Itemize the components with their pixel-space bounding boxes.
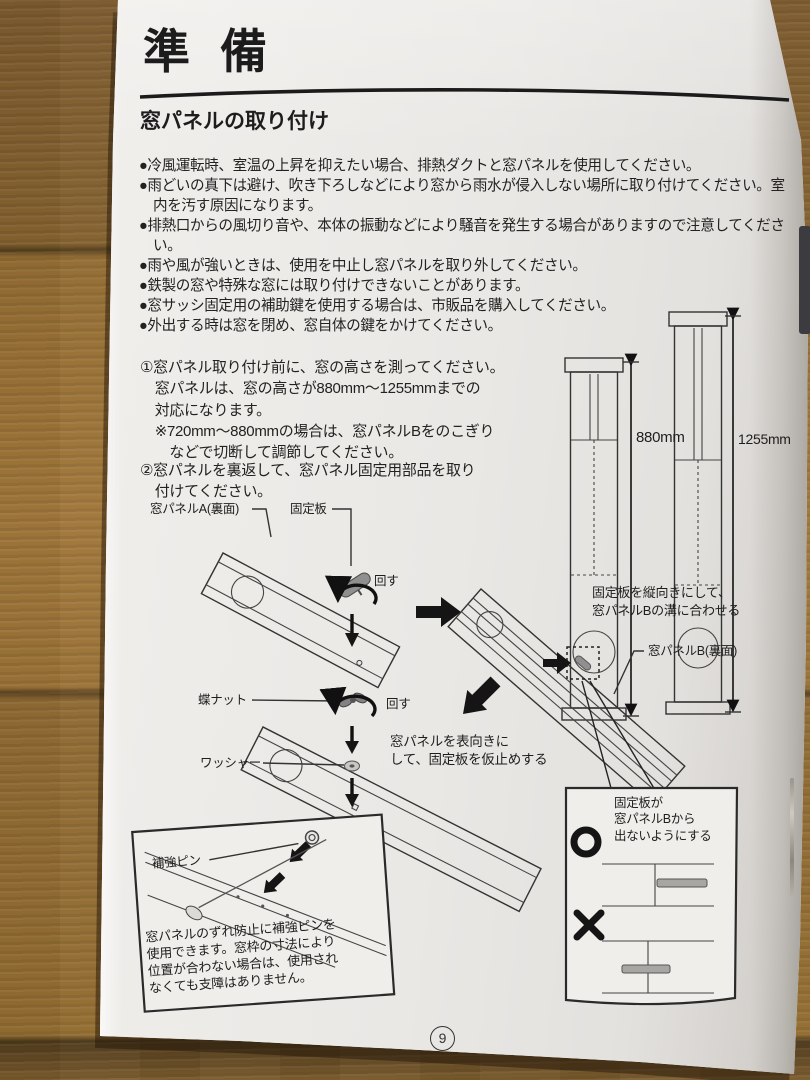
plate-fit-caption: 固定板が 窓パネルBから 出ないようにする xyxy=(614,796,712,843)
precaution-item: ●排熱口からの風切り音や、本体の振動などにより騒音を発生する場合がありますので注… xyxy=(139,217,785,254)
precaution-item: ●外出する時は窓を閉め、窓自体の鍵をかけてください。 xyxy=(139,317,502,334)
dark-object-right-edge xyxy=(799,226,810,334)
thin-metal-object-right-edge xyxy=(790,778,794,896)
panel-b-label: 窓パネルB(裏面) xyxy=(648,644,737,658)
height-label-880mm: 880mm xyxy=(636,429,685,446)
reinforce-pin-label: 補強ピン xyxy=(151,853,202,871)
section-title: 準備 xyxy=(143,25,297,78)
step-1-text: ①窓パネル取り付け前に、窓の高さを測ってください。 窓パネルは、窓の高さが880… xyxy=(140,359,505,462)
turn-label: 回す xyxy=(374,574,399,588)
precaution-item: ●雨どいの真下は避け、吹き下ろしなどにより窓から雨水が侵入しない場所に取り付けて… xyxy=(139,177,785,214)
step-2-text: ②窓パネルを裏返して、窓パネル固定用部品を取り 付けてください。 xyxy=(140,462,476,501)
page-number: 9 xyxy=(430,1026,455,1051)
precaution-item: ●鉄製の窓や特殊な窓には取り付けできないことがあります。 xyxy=(139,277,530,294)
precaution-item: ●冷風運転時、室温の上昇を抑えたい場合、排熱ダクトと窓パネルを使用してください。 xyxy=(139,158,701,174)
face-up-caption: 窓パネルを表向きに して、固定板を仮止めする xyxy=(390,734,548,768)
wing-nut-label: 蝶ナット xyxy=(198,693,247,707)
page-subtitle: 窓パネルの取り付け xyxy=(140,110,329,133)
panel-a-label: 窓パネルA(裏面) xyxy=(150,502,239,516)
turn-label-2: 回す xyxy=(386,697,411,711)
height-label-1255mm: 1255mm xyxy=(738,431,791,447)
reinforce-pin-text: 窓パネルのずれ防止に補強ピンを 使用できます。窓枠の寸法により 位置が合わない場… xyxy=(144,916,339,997)
washer-label: ワッシャー xyxy=(200,756,262,770)
fixing-plate-label: 固定板 xyxy=(290,502,327,516)
precaution-item: ●窓サッシ固定用の補助鍵を使用する場合は、市販品を購入してください。 xyxy=(139,297,615,314)
groove-caption: 固定板を縦向きにして、 窓パネルBの溝に合わせる xyxy=(592,585,741,618)
precaution-item: ●雨や風が強いときは、使用を中止し窓パネルを取り外してください。 xyxy=(139,257,587,274)
precaution-list: ●冷風運転時、室温の上昇を抑えたい場合、排熱ダクトと窓パネルを使用してください。… xyxy=(139,157,797,337)
